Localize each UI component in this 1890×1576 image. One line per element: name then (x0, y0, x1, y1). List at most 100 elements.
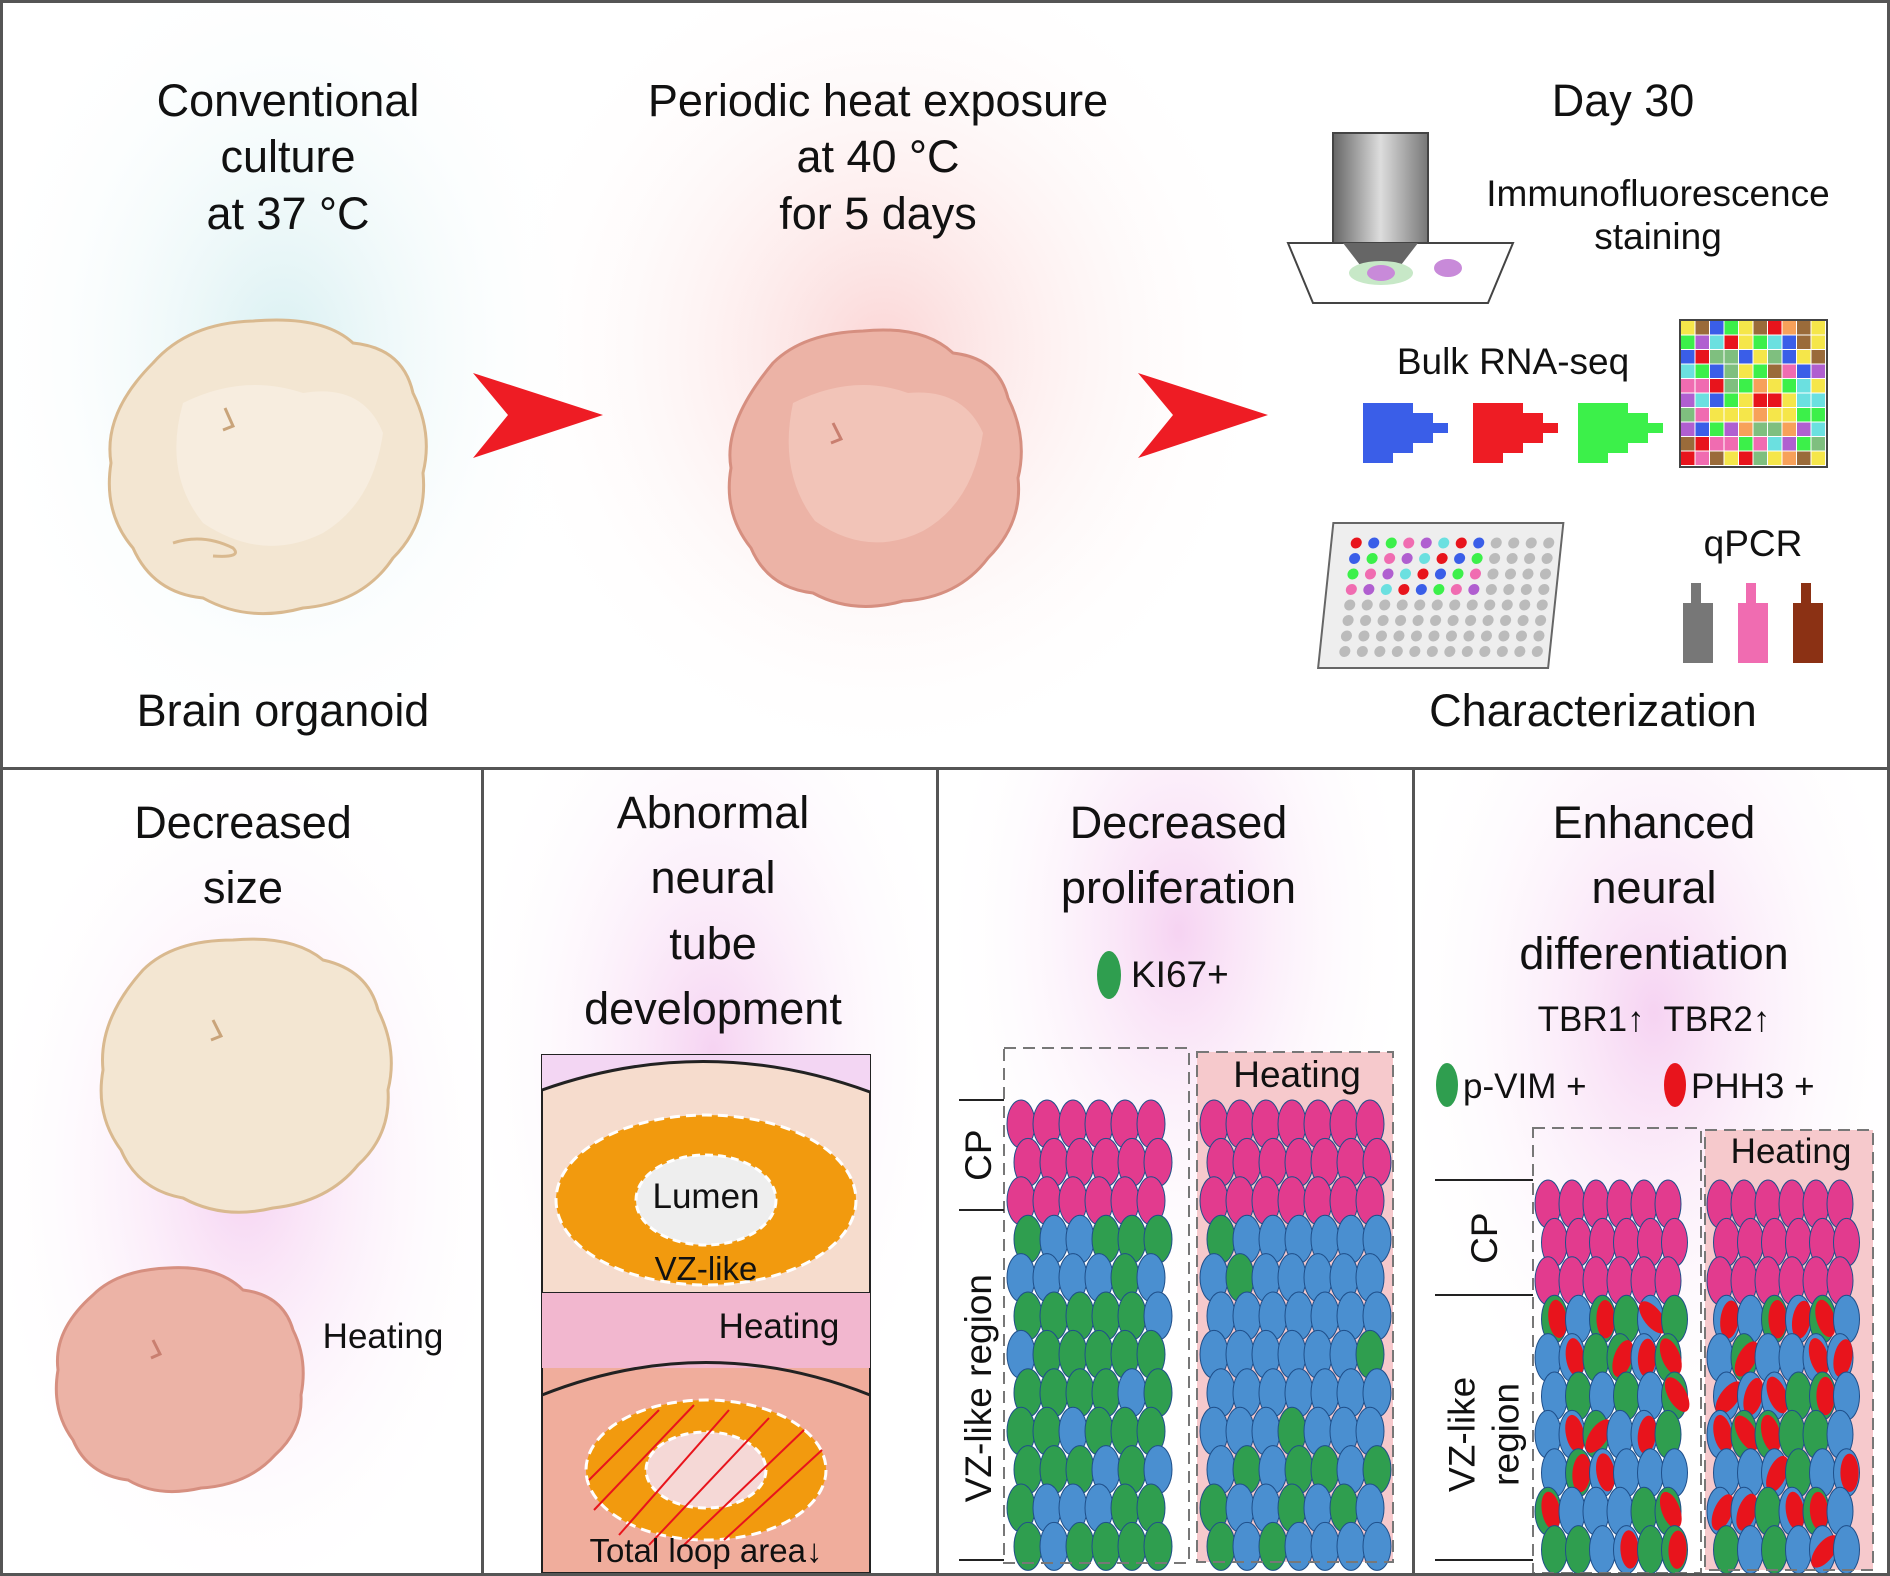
heatmap-cell (1753, 321, 1767, 335)
microscope-icon (1286, 132, 1515, 304)
heatmap-cell (1724, 335, 1738, 349)
plate-well (1468, 584, 1480, 595)
plate-well (1466, 599, 1478, 611)
vz-cell (1737, 1525, 1764, 1573)
markers-label: TBR1↑ TBR2↑ (1537, 1000, 1771, 1039)
plate-well (1508, 537, 1520, 549)
heatmap-cell (1753, 393, 1767, 407)
heatmap-cell (1710, 437, 1724, 451)
plate-well (1417, 568, 1429, 580)
phh3-cell (1833, 1339, 1853, 1378)
phh3-cell (1664, 1377, 1690, 1412)
plate-well (1431, 599, 1443, 611)
plate-well (1461, 646, 1473, 657)
plate-well (1450, 584, 1462, 595)
phh3-cell (1541, 1491, 1561, 1530)
plate-well (1522, 568, 1534, 580)
vz-cell (1336, 1521, 1366, 1571)
phh3-cell (1785, 1491, 1805, 1530)
plate-well (1535, 615, 1547, 626)
phh3-cell (1815, 1299, 1836, 1338)
plate-well (1447, 615, 1459, 626)
heatmap-cell (1811, 379, 1825, 393)
vz-like-label: VZ-like (654, 1250, 758, 1287)
phh3-cell (1659, 1491, 1682, 1529)
characterization-label: Characterization (1429, 685, 1757, 736)
diff-heating-label: Heating (1730, 1132, 1852, 1171)
heatmap-cell (1768, 335, 1782, 349)
organoid-heated-small (54, 1266, 305, 1494)
plate-well (1479, 646, 1491, 657)
phh3-cell (1768, 1299, 1787, 1339)
plate-well (1485, 584, 1497, 595)
heatmap-cell (1681, 379, 1695, 393)
heatmap-cell (1753, 364, 1767, 378)
arrow-2 (1138, 373, 1268, 458)
plate-well (1342, 615, 1354, 626)
heatmap-cell (1768, 321, 1782, 335)
well-plate-icon (1317, 522, 1565, 669)
heatmap-cell (1710, 379, 1724, 393)
differentiation-graphics (1415, 770, 1887, 1573)
diff-cp-label: CP (1463, 1212, 1505, 1264)
plate-well (1347, 568, 1359, 580)
heatmap-cell (1782, 451, 1796, 465)
heatmap-icon (1679, 319, 1828, 468)
plate-well (1500, 615, 1512, 626)
plate-well (1524, 553, 1536, 564)
plate-well (1519, 599, 1531, 611)
plate-well (1385, 537, 1397, 549)
plate-well (1520, 584, 1532, 595)
phh3-cell (1791, 1300, 1811, 1339)
plate-well (1496, 646, 1508, 657)
heatmap-cell (1811, 451, 1825, 465)
phh3-cell (1565, 1338, 1585, 1377)
plate-well (1433, 584, 1445, 595)
rna-seq-icons (1363, 403, 1663, 463)
heatmap-cell (1739, 364, 1753, 378)
heatmap-cell (1753, 379, 1767, 393)
heatmap-cell (1681, 350, 1695, 364)
plate-well (1398, 584, 1410, 595)
phh3-cell (1816, 1376, 1835, 1416)
heatmap-cell (1753, 335, 1767, 349)
organoid-heated (727, 328, 1023, 608)
phh3-cell (1736, 1493, 1758, 1531)
plate-well (1504, 568, 1517, 580)
phh3-cell (1572, 1453, 1591, 1493)
heatmap-cell (1811, 422, 1825, 436)
phh3-cell (1715, 1381, 1743, 1415)
plate-well (1358, 630, 1370, 642)
heatmap-cell (1797, 408, 1811, 422)
heatmap-cell (1782, 335, 1796, 349)
heatmap-cell (1797, 393, 1811, 407)
plate-well (1419, 553, 1431, 564)
plate-well (1463, 630, 1475, 642)
heatmap-cell (1797, 350, 1811, 364)
phh3-cell (1639, 1301, 1667, 1334)
plate-well (1403, 537, 1415, 549)
vz-cell (1362, 1521, 1392, 1571)
phh3-cell (1596, 1299, 1615, 1339)
phh3-cell (1734, 1341, 1759, 1377)
lumen-label: Lumen (652, 1177, 760, 1216)
heatmap-cell (1782, 437, 1796, 451)
plate-well (1344, 599, 1356, 611)
prolif-vz-label: VZ-like region (957, 1274, 999, 1503)
heatmap-cell (1681, 364, 1695, 378)
heatmap-cell (1710, 321, 1724, 335)
vz-cell (1761, 1525, 1788, 1573)
heatmap-cell (1681, 451, 1695, 465)
vz-cell (1637, 1525, 1664, 1573)
plate-well (1543, 537, 1555, 549)
pvim-legend: p-VIM + (1463, 1067, 1587, 1106)
plate-well (1525, 537, 1537, 549)
heatmap-cell (1681, 422, 1695, 436)
plate-well (1473, 537, 1485, 549)
plate-well (1454, 553, 1466, 564)
